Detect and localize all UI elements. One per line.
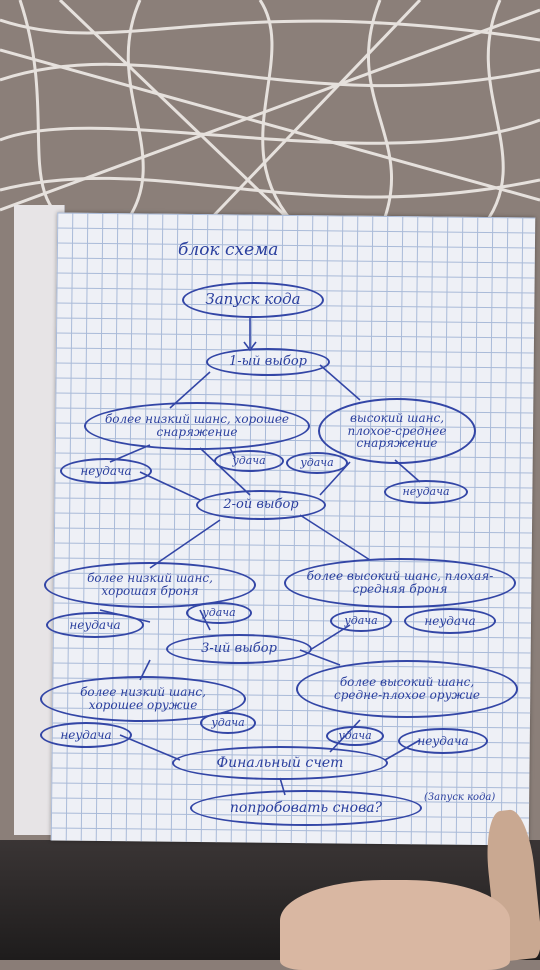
choice-2-success-left-node: удача <box>186 602 252 624</box>
choice-3-node: 3-ий выбор <box>166 634 312 664</box>
choice-3-fail-left-node: неудача <box>40 722 132 748</box>
choice-3-right-option: более высокий шанс, средне-плохое оружие <box>296 660 518 718</box>
choice-1-fail-right-node: неудача <box>384 480 468 504</box>
choice-2-fail-right-node: неудача <box>404 608 496 634</box>
retry-node: попробовать снова? <box>190 790 422 826</box>
choice-2-left-option: более низкий шанс, хорошая броня <box>44 562 256 608</box>
hand <box>280 880 510 970</box>
choice-2-success-right-node: удача <box>330 610 392 632</box>
choice-1-success-left-node: удача <box>214 450 284 472</box>
choice-1-fail-node: неудача <box>60 458 152 484</box>
final-score-node: Финальный счет <box>172 746 388 780</box>
start-node: Запуск кода <box>182 282 324 318</box>
choice-1-success-right-node: удача <box>286 452 348 474</box>
diagram-title: блок схема <box>178 240 279 260</box>
choice-1-node: 1-ый выбор <box>206 348 330 376</box>
choice-2-right-option: более высокий шанс, плохая-средняя броня <box>284 558 516 608</box>
choice-1-left-option: более низкий шанс, хорошее снаряжение <box>84 402 310 450</box>
choice-3-success-left-node: удача <box>200 712 256 734</box>
restart-note: (Запуск кода) <box>424 792 496 803</box>
choice-2-fail-left-node: неудача <box>46 612 144 638</box>
choice-3-success-right-node: удача <box>326 726 384 746</box>
choice-2-node: 2-ой выбор <box>196 490 326 520</box>
choice-1-right-option: высокий шанс, плохое-среднее снаряжение <box>318 398 476 464</box>
choice-3-fail-right-node: неудача <box>398 728 488 754</box>
choice-3-left-option: более низкий шанс, хорошее оружие <box>40 676 246 722</box>
